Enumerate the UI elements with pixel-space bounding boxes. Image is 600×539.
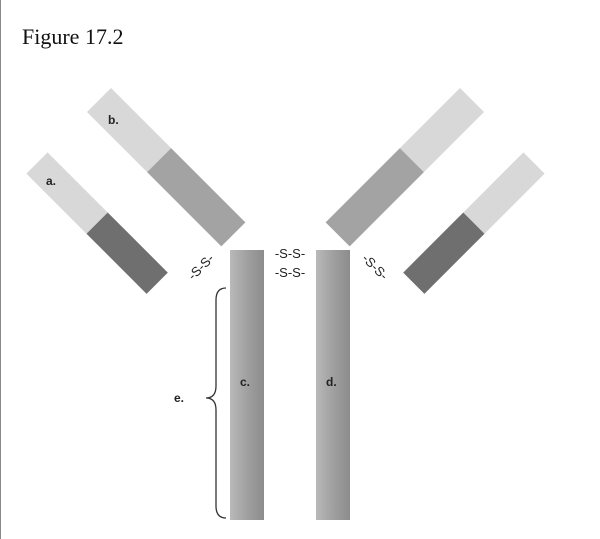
left-disulfide-bond: -S-S- — [185, 251, 217, 283]
left-heavy-chain-stem — [230, 250, 264, 520]
left-light-chain-constant-region — [86, 212, 168, 294]
left-light-chain — [26, 152, 168, 294]
left-heavy-arm — [86, 87, 246, 247]
right-heavy-arm-constant-region — [325, 148, 424, 247]
curly-brace — [205, 287, 227, 519]
label-e: e. — [174, 391, 184, 405]
figure-title: Figure 17.2 — [22, 24, 124, 49]
right-disulfide-bond: -S-S- — [359, 251, 391, 283]
label-b: b. — [108, 113, 119, 127]
left-heavy-arm-constant-region — [147, 148, 246, 247]
label-a: a. — [46, 174, 56, 188]
right-heavy-arm — [325, 87, 485, 247]
hinge-disulfide-bond-top: -S-S- — [275, 246, 305, 261]
left-light-chain-variable-region — [26, 152, 108, 234]
label-c: c. — [240, 375, 250, 389]
left-border-line — [0, 0, 1, 539]
right-light-chain-variable-region — [463, 152, 545, 234]
right-heavy-arm-variable-region — [399, 87, 485, 173]
hinge-disulfide-bond-bottom: -S-S- — [275, 265, 305, 280]
right-light-chain — [403, 152, 545, 294]
right-light-chain-constant-region — [403, 212, 485, 294]
label-d: d. — [326, 375, 337, 389]
right-heavy-chain-stem — [316, 250, 350, 520]
left-heavy-arm-variable-region — [86, 87, 172, 173]
